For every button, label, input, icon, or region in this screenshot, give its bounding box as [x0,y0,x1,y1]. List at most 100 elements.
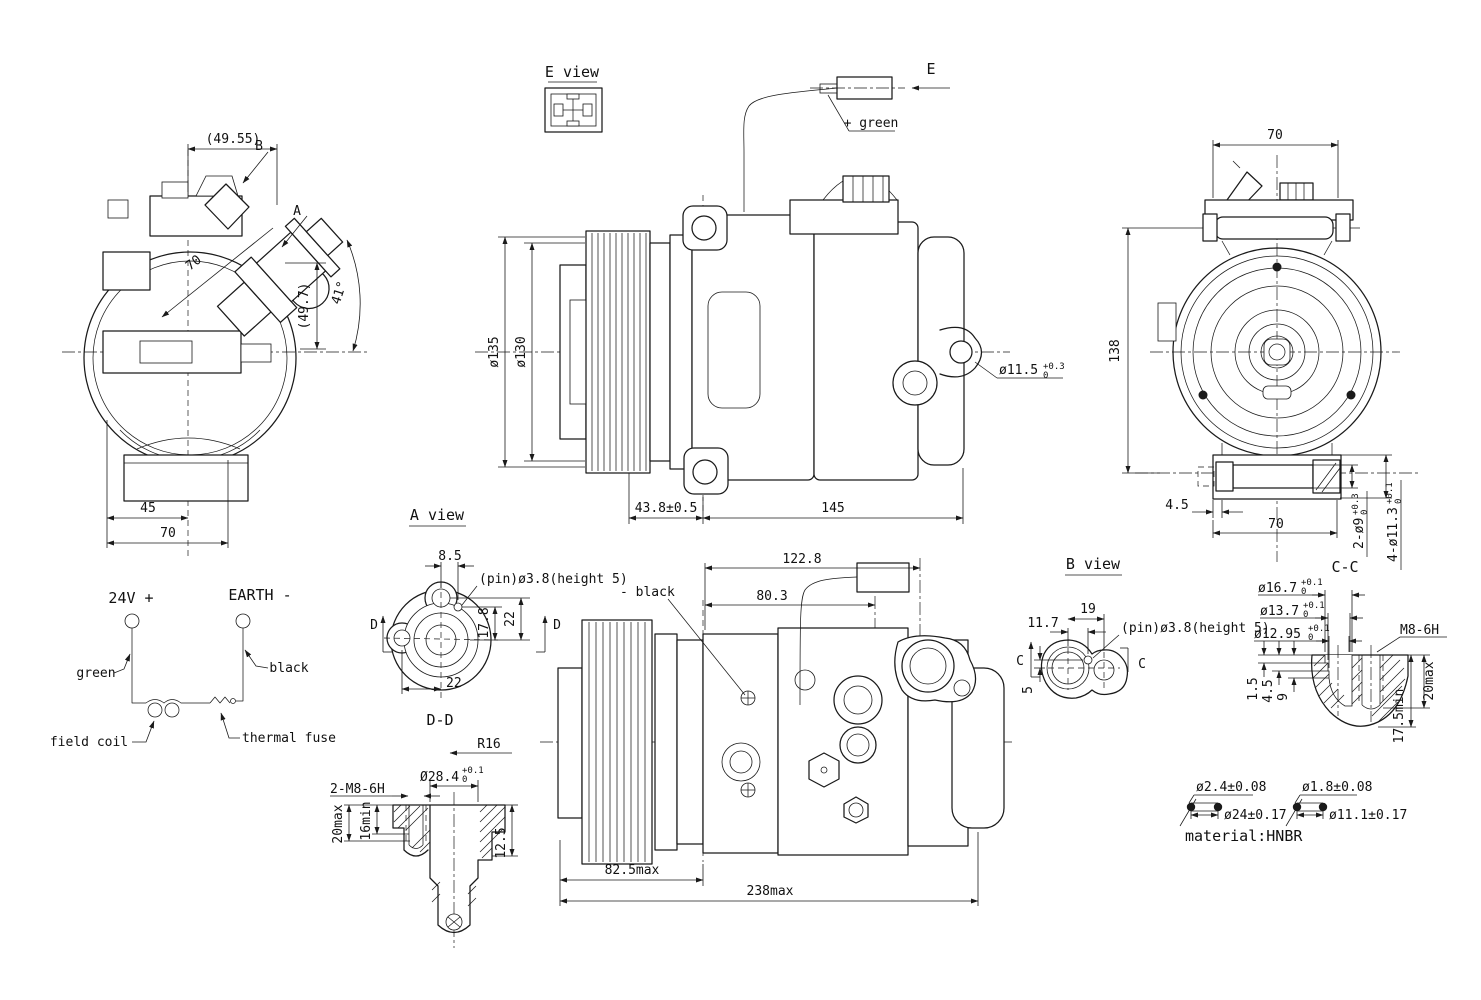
dim-holes-4d113: 4-ø11.3 +0.1 0 [1385,480,1404,570]
terminal-negative-label: EARTH - [228,586,291,604]
cut-d-right: D [553,618,561,633]
dim-122-8: 122.8 [782,552,821,567]
dim-11-7: 11.7 [1027,616,1058,631]
a-view-title: A view [410,506,465,524]
dim-ref-height: (49.7) [297,283,312,330]
dim-17-5min: 17.5min [1392,689,1407,744]
oring2-right-section [1318,802,1328,812]
tol-16-7-up: +0.1 [1301,578,1323,588]
dim-dia-13-7: ø13.7 [1260,604,1299,619]
dd-title: D-D [426,711,453,729]
oring2-cs-label: ø1.8±0.08 [1302,780,1372,795]
dim-2d9-tol-up: +0.3 [1351,493,1361,515]
dim-thread-m8: M8-6H [1400,623,1439,638]
terminal-positive [124,613,140,629]
dim-2d9-tol-dn: 0 [1360,510,1370,515]
d-d-section: D-D R16 Ø28.4 +0.1 0 2-M8-6H 20max 16min… [330,711,518,948]
cc-title: C-C [1331,558,1358,576]
dim-9: 9 [1276,693,1291,701]
dim-top-70: 70 [1267,128,1283,143]
dim-4-5-cc: 4.5 [1261,679,1276,702]
thermal-fuse-label: thermal fuse [242,731,336,746]
dim-base-70: 70 [160,526,176,541]
tol-12-95-dn: 0 [1308,633,1313,643]
e-view-title: E view [545,63,600,81]
dim-base-45: 45 [140,501,156,516]
terminal-negative [235,613,251,629]
view-arrow-b: B [255,139,263,154]
bottom-side-view: 122.8 80.3 - black 82.5max 238max [540,552,1012,906]
oring1-right-section [1213,802,1223,812]
dim-16min: 16min [359,801,374,840]
dim-height-138: 138 [1108,339,1123,362]
dim-ref-width: (49.55) [206,132,261,147]
dim-82-5max: 82.5max [605,863,660,878]
pulley-side-view: E + green ø135 ø130 43.8±0.5 145 ø11.5 +… [475,60,1065,524]
front-view: 70 138 4.5 70 2-ø9 +0.3 0 4-ø11.3 +0.1 0 [1108,128,1420,570]
cut-c-right: C [1138,657,1146,672]
cc-hatching [1312,654,1406,723]
dim-diagonal-70: 70 [183,253,205,274]
dim-17-8: 17.8 [477,607,492,638]
b-view-title: B view [1066,555,1121,573]
tol-12-95-up: +0.1 [1308,624,1330,634]
view-arrow-a: A [293,204,301,219]
oring2-id-label: ø11.1±0.17 [1329,808,1407,823]
field-coil-label: field coil [50,735,128,750]
dim-dia-16-7: ø16.7 [1258,581,1297,596]
tol-16-7-dn: 0 [1301,587,1306,597]
dim-lug-tol-up: +0.3 [1043,362,1065,372]
pin-note-a: (pin)ø3.8(height 5) [479,572,628,587]
dim-dia-12-95: ø12.95 [1254,627,1301,642]
dim-20max: 20max [331,804,346,843]
dim-4d113-tol-dn: 0 [1394,499,1404,504]
dim-bottom-70: 70 [1268,517,1284,532]
cut-d-left: D [370,618,378,633]
dim-bore-tol-dn: 0 [462,775,467,785]
dim-thread-2m8: 2-M8-6H [330,782,385,797]
dim-80-3: 80.3 [756,589,787,604]
dim-4d113-tol-up: +0.1 [1385,482,1395,504]
dim-19: 19 [1080,602,1096,617]
dim-holes-2d9: 2-ø9 +0.3 0 [1351,491,1370,557]
dim-20max-cc: 20max [1422,661,1437,700]
dim-pulley-width: 43.8±0.5 [635,501,698,516]
dim-r16: R16 [477,737,500,752]
dd-hatching [393,804,506,907]
seal-specs: ø2.4±0.08 ø24±0.17 ø1.8±0.08 ø11.1±0.17 … [1179,780,1407,845]
left-side-view: (49.55) B A 70 (49.7) 41° 45 70 [62,132,368,560]
dim-bore-tol-up: +0.1 [462,766,484,776]
dim-dia-130: ø130 [514,336,529,367]
material-note: material:HNBR [1185,827,1303,845]
pulley-ribs [591,233,647,471]
dim-5: 5 [1021,686,1036,694]
wire-plus-green-label: + green [844,116,899,131]
dim-22-v: 22 [503,611,518,627]
dim-2d9-text: 2-ø9 [1352,518,1367,549]
cut-c-left: C [1016,654,1024,669]
b-view: B view 11.7 19 (pin)ø3.8(height 5) C C 5 [1016,555,1270,699]
oring1-cs-label: ø2.4±0.08 [1196,780,1266,795]
wiring-schematic: 24V + EARTH - green black field coil the… [50,586,336,750]
wire-green-label: green [76,666,115,681]
a-view: A view 8.5 (pin)ø3.8(height 5) 17.8 22 D… [370,506,628,700]
e-direction-arrow: E [926,60,935,78]
dim-bore: Ø28.4 [420,770,459,785]
dim-dia-135: ø135 [487,336,502,367]
pulley-ribs-bottom [588,622,646,862]
dim-1-5: 1.5 [1246,677,1261,700]
dim-8-5: 8.5 [438,549,461,564]
wire-black-label: black [269,661,308,676]
dim-238max: 238max [747,884,794,899]
dim-offset-4-5: 4.5 [1165,498,1188,513]
dim-body-length: 145 [821,501,844,516]
wire-minus-black-label: - black [620,585,675,600]
dim-lug-tol-dn: 0 [1043,371,1048,381]
pin-note-b: (pin)ø3.8(height 5) [1121,621,1270,636]
dim-lug-hole: ø11.5 [999,363,1038,378]
tol-13-7-dn: 0 [1303,610,1308,620]
oring1-id-label: ø24±0.17 [1224,808,1287,823]
e-view: E view [544,63,603,133]
